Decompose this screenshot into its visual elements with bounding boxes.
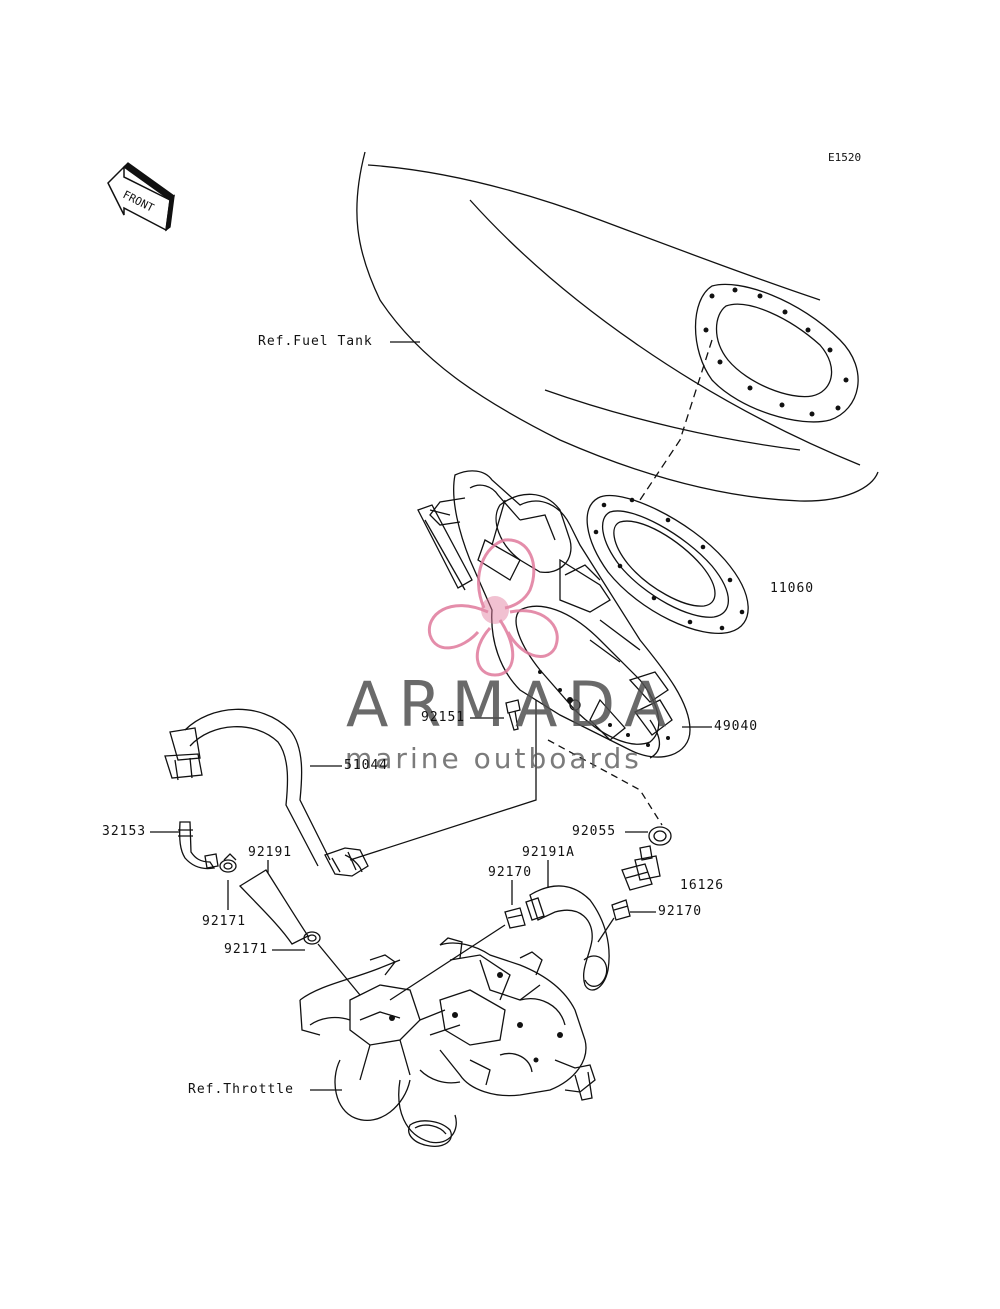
- label-16126: 16126: [680, 878, 725, 893]
- label-92191: 92191: [248, 845, 293, 860]
- label-92191a: 92191A: [522, 845, 575, 860]
- fitting-32153: [178, 821, 219, 870]
- label-49040: 49040: [714, 719, 759, 734]
- label-11060: 11060: [770, 581, 815, 596]
- label-ref-throttle: Ref.Throttle: [188, 1082, 294, 1097]
- hose-51044: [164, 708, 369, 877]
- armada-logo-icon: [427, 538, 559, 677]
- label-92171-upper: 92171: [202, 914, 247, 929]
- hose-92191: [238, 869, 309, 945]
- bolt-92151: [505, 699, 521, 731]
- fuel-tank: [356, 151, 879, 502]
- label-92151: 92151: [421, 710, 466, 725]
- label-51044: 51044: [344, 758, 389, 773]
- label-92055: 92055: [572, 824, 617, 839]
- clamp-92171-lower: [303, 931, 321, 945]
- label-92171-lower: 92171: [224, 942, 269, 957]
- fuel-pump-assembly: [417, 470, 691, 759]
- hose-92191a: [525, 885, 610, 991]
- label-32153: 32153: [102, 824, 147, 839]
- o-ring-92055: [648, 826, 672, 846]
- front-arrow-icon: FRONT: [107, 162, 176, 232]
- clamp-92170-left: [504, 907, 526, 929]
- watermark-brand: ARMADA: [346, 668, 677, 741]
- sensor-16126: [621, 845, 661, 891]
- clamp-92170-right: [611, 899, 631, 921]
- label-ref-fuel-tank: Ref.Fuel Tank: [258, 334, 373, 349]
- label-92170-right: 92170: [658, 904, 703, 919]
- gasket-11060: [586, 494, 749, 634]
- watermark-tagline: marine outboards: [345, 742, 642, 775]
- diagram-code: E1520: [828, 151, 862, 164]
- throttle-body: [299, 937, 596, 1147]
- label-92170-left: 92170: [488, 865, 533, 880]
- clamp-92171-upper: [219, 853, 237, 873]
